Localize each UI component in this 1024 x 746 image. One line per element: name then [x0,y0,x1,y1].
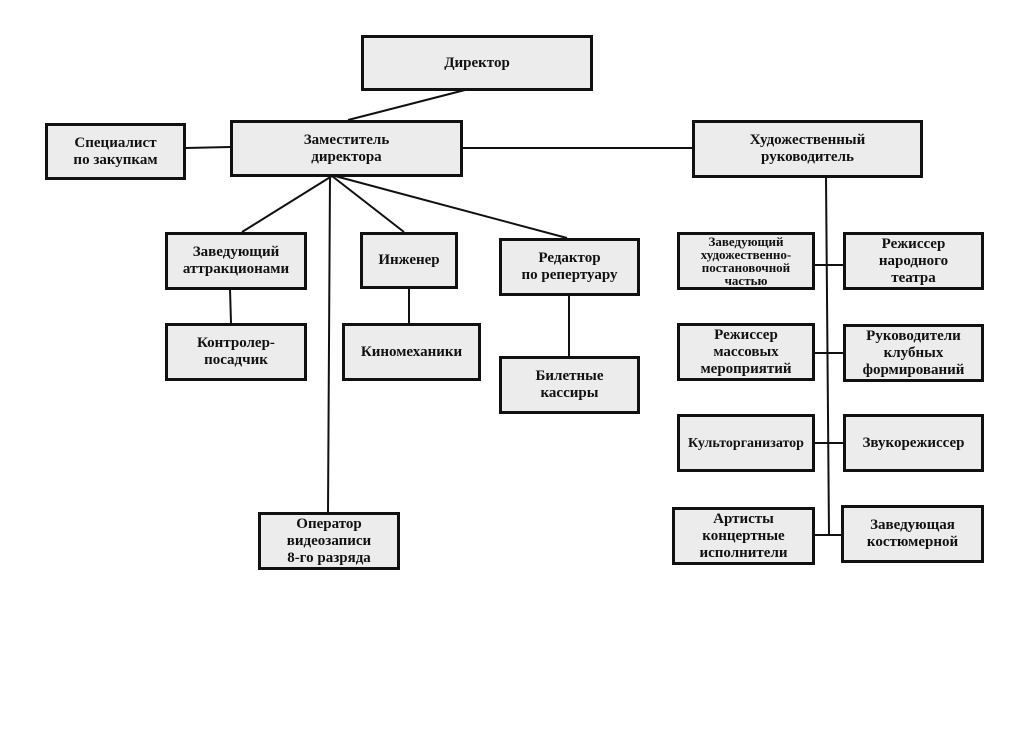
node-club-leaders: Руководители клубных формирований [843,324,984,382]
node-procurement: Специалист по закупкам [45,123,186,180]
node-video-operator: Оператор видеозаписи 8-го разряда [258,512,400,570]
connector [334,175,568,239]
node-sound-director: Звукорежиссер [843,414,984,472]
connector [825,176,830,536]
node-cashiers: Билетные кассиры [499,356,640,414]
connector [327,175,331,513]
connector [229,288,232,324]
node-concert-artists: Артисты концертные исполнители [672,507,815,565]
node-art-production-head: Заведующий художественно- постановочной … [677,232,815,290]
node-mass-events-director: Режиссер массовых мероприятий [677,323,815,381]
node-controller: Контролер- посадчик [165,323,307,381]
connector [331,175,405,233]
node-art-director: Художественный руководитель [692,120,923,178]
connector [185,146,231,149]
node-folk-theatre-director: Режиссер народного театра [843,232,984,290]
node-cultural-organizer: Культорганизатор [677,414,815,472]
connector [347,89,466,121]
node-deputy: Заместитель директора [230,120,463,177]
node-projectionists: Киномеханики [342,323,481,381]
node-director: Директор [361,35,593,91]
node-repertoire-editor: Редактор по репертуару [499,238,640,296]
node-costume-head: Заведующая костюмерной [841,505,984,563]
node-engineer: Инженер [360,232,458,289]
node-attractions-head: Заведующий аттракционами [165,232,307,290]
connector [241,175,333,233]
